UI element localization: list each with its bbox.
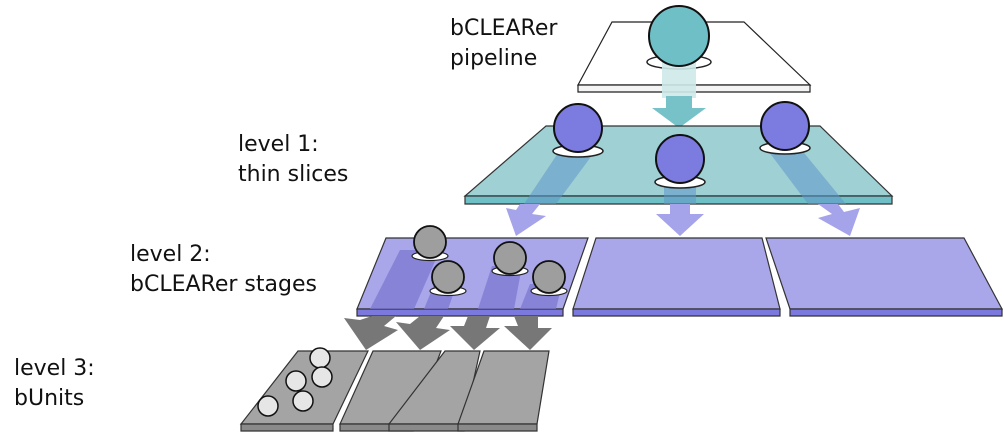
level1-ball-right — [760, 101, 810, 151]
level3-ball-3 — [311, 366, 333, 388]
level2-ball-3 — [493, 241, 527, 275]
level2-ball-4 — [532, 260, 566, 294]
level2-shade-3 — [478, 266, 522, 309]
level2-plate-right-edge — [789, 308, 1003, 317]
label-level1-line2: thin slices — [238, 162, 349, 187]
level1-beam-right — [766, 148, 846, 204]
level1-ball-left — [553, 103, 603, 153]
label-pipeline: bCLEARer pipeline — [450, 14, 557, 74]
label-level1-line1: level 1: — [238, 132, 319, 157]
level2-shade-1 — [370, 250, 440, 309]
level2-plate-middle-edge — [572, 308, 781, 317]
level2-arrow-2 — [396, 316, 450, 350]
level2-ball-1 — [413, 225, 447, 259]
level2-plate-middle — [572, 237, 781, 310]
level3-ball-1 — [309, 347, 331, 369]
level3-ball-4 — [292, 390, 314, 412]
label-level3: level 3: bUnits — [14, 354, 95, 414]
level1-arrow-left — [506, 204, 546, 236]
pipeline-ball — [648, 5, 710, 67]
label-level2-line1: level 2: — [130, 242, 211, 267]
level2-arrow-3 — [450, 316, 500, 350]
level3-plate-3-edge — [388, 423, 465, 432]
level1-ball-center — [655, 134, 705, 184]
pipeline-beam — [662, 62, 696, 98]
label-level1: level 1: thin slices — [238, 130, 348, 190]
label-level3-line1: level 3: — [14, 356, 95, 381]
pipeline-level — [576, 5, 812, 128]
level2-plate-left-edge — [356, 308, 564, 317]
level1-slices — [463, 101, 894, 236]
level3-plate-4-edge — [457, 423, 538, 432]
level3-units — [239, 347, 550, 432]
level1-arrow-right — [818, 204, 860, 236]
level2-ball-2 — [431, 260, 465, 294]
level1-beam-left — [524, 150, 596, 204]
level2-arrow-1 — [344, 316, 398, 350]
level3-ball-5 — [257, 395, 279, 417]
label-pipeline-line2: pipeline — [450, 46, 538, 71]
level3-plate-1-edge — [240, 423, 334, 432]
level2-arrow-4 — [504, 316, 552, 350]
label-level2-line2: bCLEARer stages — [130, 272, 317, 297]
label-level2: level 2: bCLEARer stages — [130, 240, 317, 300]
pipeline-down-arrow — [652, 96, 706, 128]
label-level3-line2: bUnits — [14, 386, 85, 411]
label-pipeline-line1: bCLEARer — [450, 16, 558, 41]
level2-stages — [344, 225, 1004, 350]
level2-plate-right — [765, 237, 1004, 310]
level1-arrow-center — [656, 204, 704, 236]
level3-ball-2 — [285, 370, 307, 392]
